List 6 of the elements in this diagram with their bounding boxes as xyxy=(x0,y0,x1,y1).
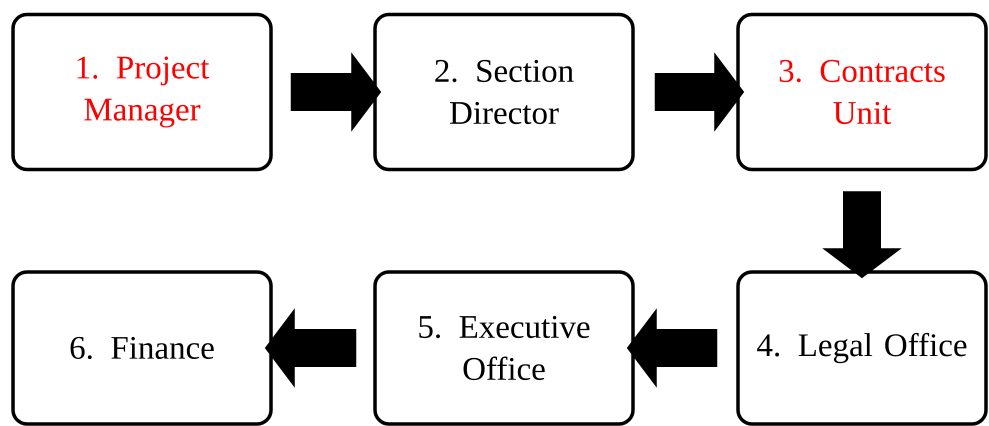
process-box: 3. Contracts Unit xyxy=(736,12,988,172)
process-box: 2. Section Director xyxy=(373,12,635,172)
process-box: 1. Project Manager xyxy=(11,12,273,172)
process-box: 4. Legal Office xyxy=(736,270,988,426)
process-box: 5. Executive Office xyxy=(373,270,635,426)
process-box: 6. Finance xyxy=(11,270,273,426)
